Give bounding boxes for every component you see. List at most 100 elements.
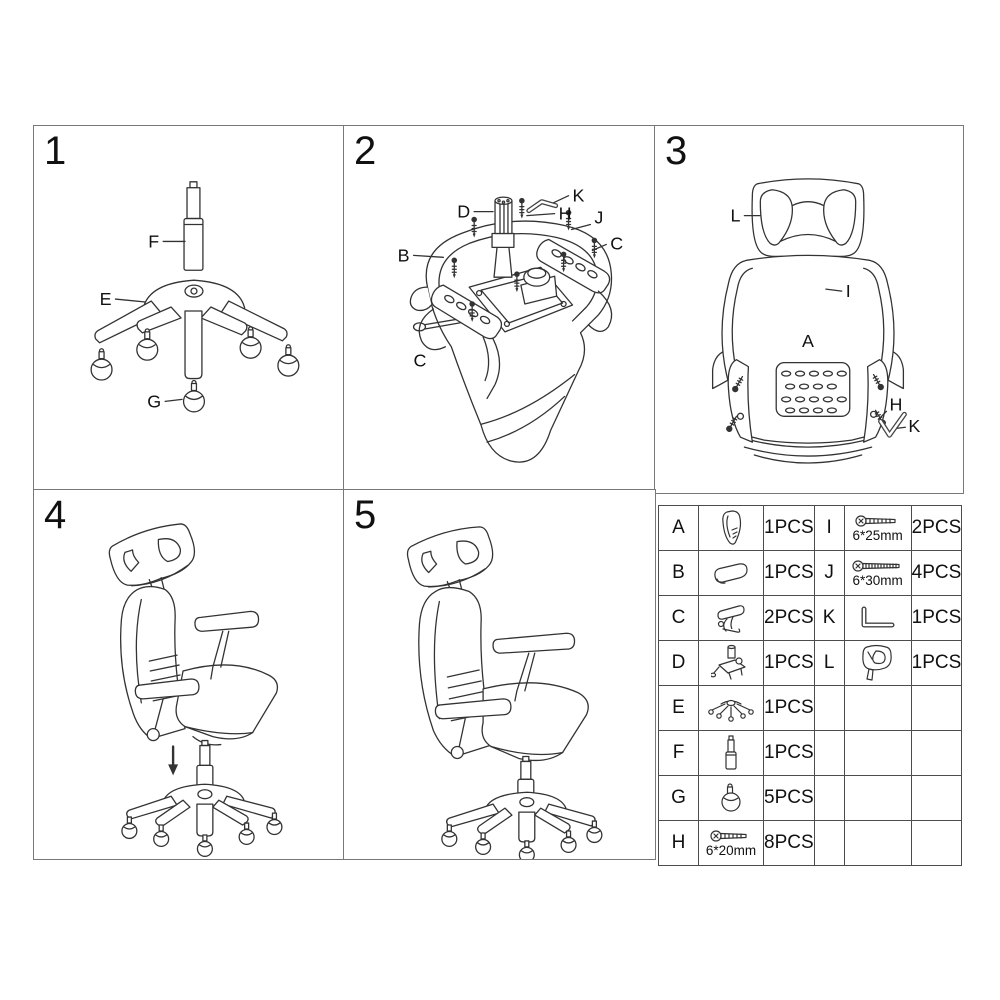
leader-j [570,223,592,231]
screw-icon [855,515,896,527]
part-qty: 1PCS [763,505,815,551]
part-letter: L [813,640,845,686]
table-row: H 6*20mm 8PCS [658,820,963,866]
empty-cell [910,820,963,866]
part-icon-cell [698,685,764,731]
empty-cell [843,730,912,776]
part-icon-cell [698,505,764,551]
part-letter: H [658,820,699,866]
step-3-number: 3 [665,129,688,173]
headrest-icon [861,644,892,681]
part-letter: E [658,685,699,731]
backrest-icon [722,510,742,545]
label-a: A [802,331,814,351]
star-base-icon [708,699,754,722]
leader-i [825,288,843,292]
step-1-illustration: F E G [90,181,300,413]
part-icon-cell [698,550,764,596]
step-5-number: 5 [354,493,377,537]
tilt-mechanism-icon [711,644,746,680]
part-qty: 1PCS [763,640,815,686]
label-b: B [398,245,410,265]
label-h: H [559,204,572,224]
empty-cell [813,730,845,776]
empty-cell [843,685,912,731]
part-icon-cell [698,775,764,821]
leader-k [553,195,570,204]
table-row: B 1PCS J 6*30mm [658,550,963,596]
part-qty: 1PCS [763,730,815,776]
part-letter: D [658,640,699,686]
label-k: K [573,186,585,206]
base-assembly-drawing [121,739,283,857]
down-arrow [168,745,179,776]
part-qty: 1PCS [763,550,815,596]
table-row: A 1PCS I 6*25m [658,505,963,551]
chair-upper-drawing [104,517,279,746]
step-2-panel: 2 [343,125,656,491]
assembled-chair-drawing [403,520,603,859]
part-qty: 1PCS [910,640,963,686]
step-5-illustration [403,520,603,859]
leader-e [114,298,146,303]
leader-h [526,212,556,217]
label-h: H [889,394,902,414]
step-2-number: 2 [354,129,377,173]
gas-lift-drawing [183,181,204,271]
leader-g [164,398,183,403]
leader-k [896,426,907,429]
empty-cell [843,820,912,866]
empty-cell [910,775,963,821]
leader-h [878,410,888,419]
empty-cell [843,775,912,821]
table-row: C 2PCS K [658,595,963,641]
label-d: D [457,202,470,222]
part-letter: A [658,505,699,551]
right-armrest-drawing [536,238,613,332]
allen-key-drawing [878,411,907,438]
headrest-drawing [751,178,865,257]
table-row: G 5PCS [658,775,963,821]
part-qty: 2PCS [763,595,815,641]
gas-lift-icon [725,735,737,770]
caster-wheel-icon [721,783,741,812]
part-icon-cell: 6*30mm [843,550,912,596]
star-base-drawing [94,279,288,380]
part-icon-cell: 6*20mm [698,820,764,866]
label-g: G [147,391,161,411]
armrest-icon [717,605,745,633]
part-letter: B [658,550,699,596]
part-icon-cell [843,640,912,686]
part-letter: F [658,730,699,776]
label-c-right: C [610,233,623,253]
part-size: 6*20mm [705,842,757,858]
seat-underside-drawing [409,220,613,463]
label-f: F [148,231,159,251]
part-size: 6*30mm [852,572,903,588]
step-5-panel: 5 [343,489,656,860]
part-qty: 1PCS [910,595,963,641]
part-qty: 1PCS [763,685,815,731]
empty-cell [910,730,963,776]
part-icon-cell [698,595,764,641]
backrest-drawing [711,254,905,464]
empty-cell [813,685,845,731]
long-screw-icon [852,560,900,572]
part-icon-cell [843,595,912,641]
label-c-left: C [414,351,427,371]
allen-key-drawing [526,199,559,214]
table-row: D 1PCS L [658,640,963,686]
step-3-panel: 3 [654,125,964,494]
label-l: L [730,206,740,226]
part-qty: 2PCS [910,505,963,551]
part-qty: 8PCS [763,820,815,866]
allen-key-icon [861,606,895,628]
step-4-panel: 4 [33,489,345,860]
seat-cushion-icon [714,563,748,584]
part-size: 6*25mm [852,527,903,543]
leader-c-right [591,243,607,252]
screw-icon [710,830,747,842]
label-i: I [846,281,851,301]
part-icon-cell [698,640,764,686]
